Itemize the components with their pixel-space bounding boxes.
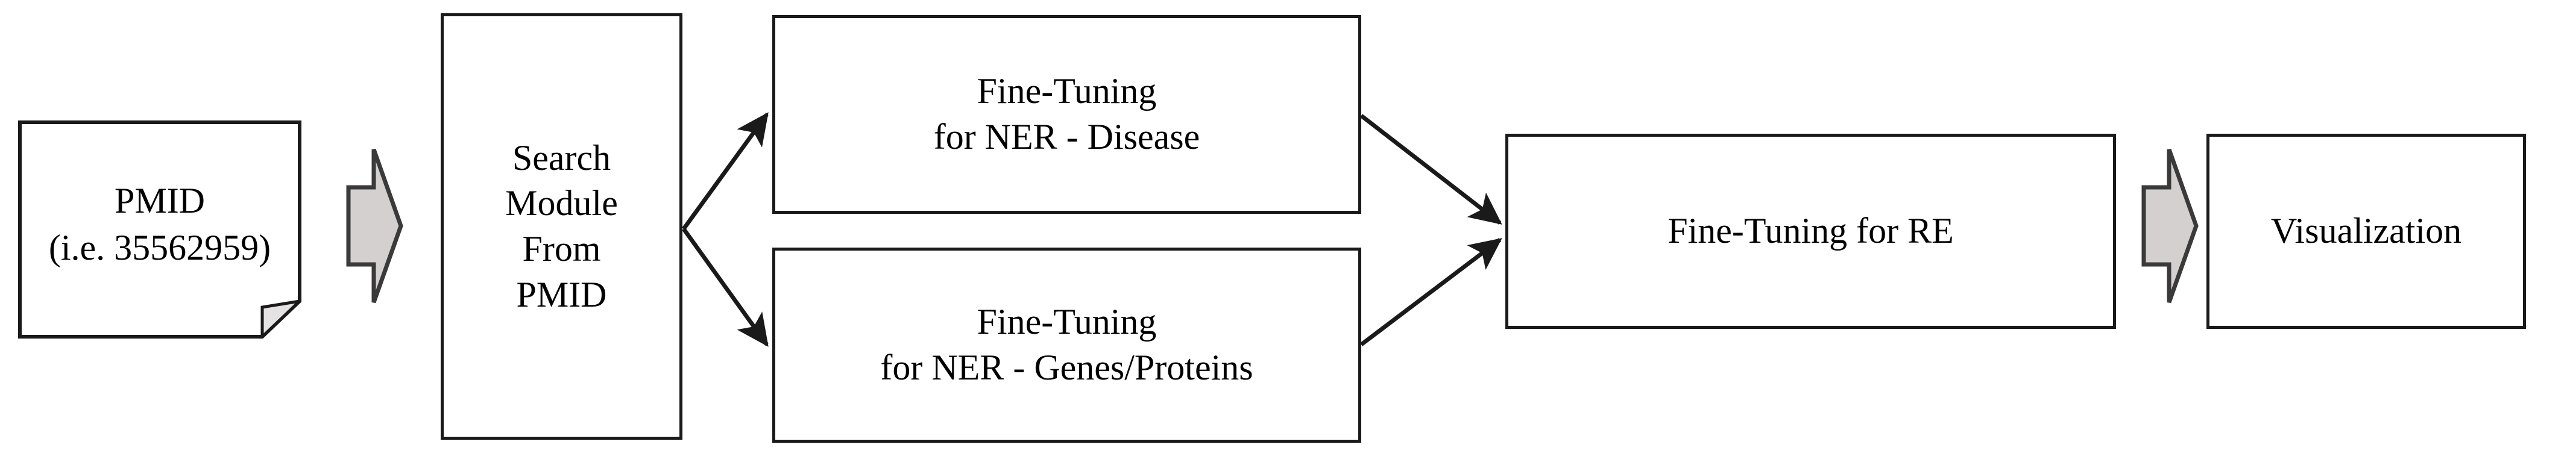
block-arrow-re-to-visualization [2139, 146, 2199, 305]
node-pmid-label: PMID (i.e. 35562959) [48, 181, 271, 267]
node-ner-genes[interactable]: Fine-Tuning for NER - Genes/Proteins [772, 248, 1361, 443]
connector-ner-disease-to-re [1359, 114, 1502, 225]
right-chevron-arrow-icon [2141, 148, 2199, 304]
document-shape-icon [18, 120, 301, 339]
right-chevron-arrow-icon [346, 148, 403, 304]
node-visualization-label: Visualization [2270, 211, 2462, 251]
node-visualization[interactable]: Visualization [2206, 134, 2526, 329]
node-pmid[interactable]: PMID (i.e. 35562959) [18, 120, 301, 339]
connector-search-to-ner-genes [682, 227, 769, 347]
connector-ner-genes-to-re [1359, 238, 1502, 346]
node-ner-disease[interactable]: Fine-Tuning for NER - Disease [772, 15, 1361, 214]
node-fine-tuning-re-label: Fine-Tuning for RE [1667, 211, 1954, 251]
node-ner-disease-label: Fine-Tuning for NER - Disease [933, 71, 1200, 157]
node-ner-genes-label: Fine-Tuning for NER - Genes/Proteins [880, 302, 1253, 387]
node-search-module-label: Search Module From PMID [505, 137, 618, 314]
block-arrow-pmid-to-search [344, 146, 404, 305]
node-search-module[interactable]: Search Module From PMID [441, 13, 682, 440]
connector-search-to-ner-disease [682, 112, 769, 231]
node-fine-tuning-re[interactable]: Fine-Tuning for RE [1505, 134, 2116, 329]
